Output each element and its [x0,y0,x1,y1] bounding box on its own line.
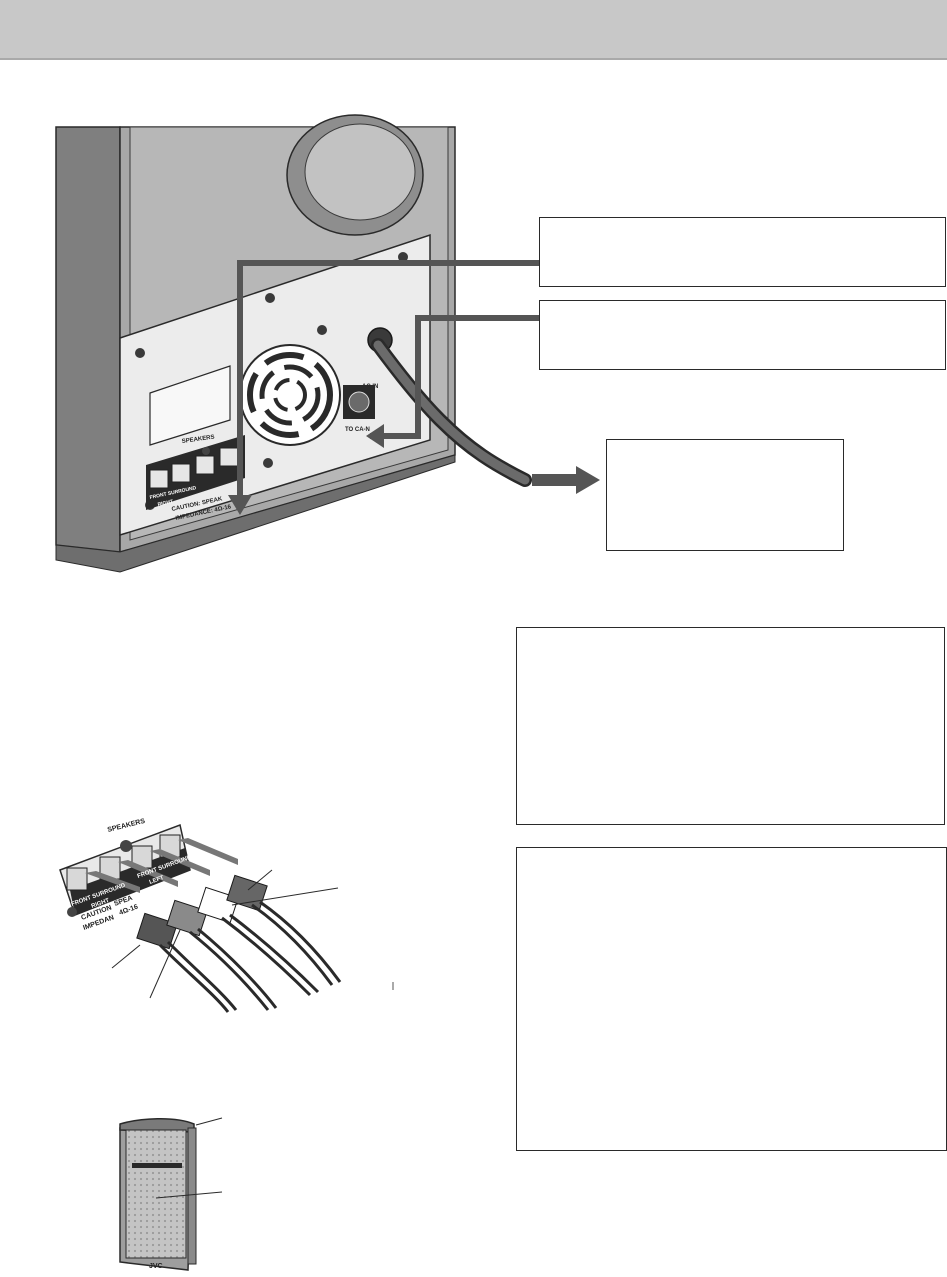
control-cable-callout-box [539,300,946,370]
cooling-fan [239,344,341,446]
rear-speakers-label: SPEAKERS [181,434,215,445]
info-box-1 [516,627,945,825]
control-connector [343,385,375,419]
speakers-callout-box [539,217,946,287]
closeup-speakers-label: SPEAKERS [107,818,146,834]
closeup-left-label: LEFT [149,875,165,886]
ac-outlet-callout-box [606,439,844,551]
callout-leaders [237,260,539,508]
speaker-cabinet: JVC [119,1117,223,1271]
speaker-brand-logo: JVC [149,1263,163,1270]
to-ca-label: TO CA-N [345,427,370,433]
info-box-2 [516,847,947,1151]
ac-arrow [532,466,600,494]
rear-right-label: RIGHT [157,499,173,508]
woofer-cone [286,114,424,236]
speaker-plugs [136,874,268,950]
speakers-arrow-head [228,495,252,515]
control-arrow-head [366,424,384,448]
header-band [0,0,947,60]
rear-speaker-terminals [146,435,245,510]
terminal-closeup: SPEAKERS FRONT SURROUND RIGHT FRONT SURR… [59,818,394,1013]
main-unit-rear: AC IN TO CA-N SPEAKERS FRONT SURROUND RI… [55,114,532,573]
